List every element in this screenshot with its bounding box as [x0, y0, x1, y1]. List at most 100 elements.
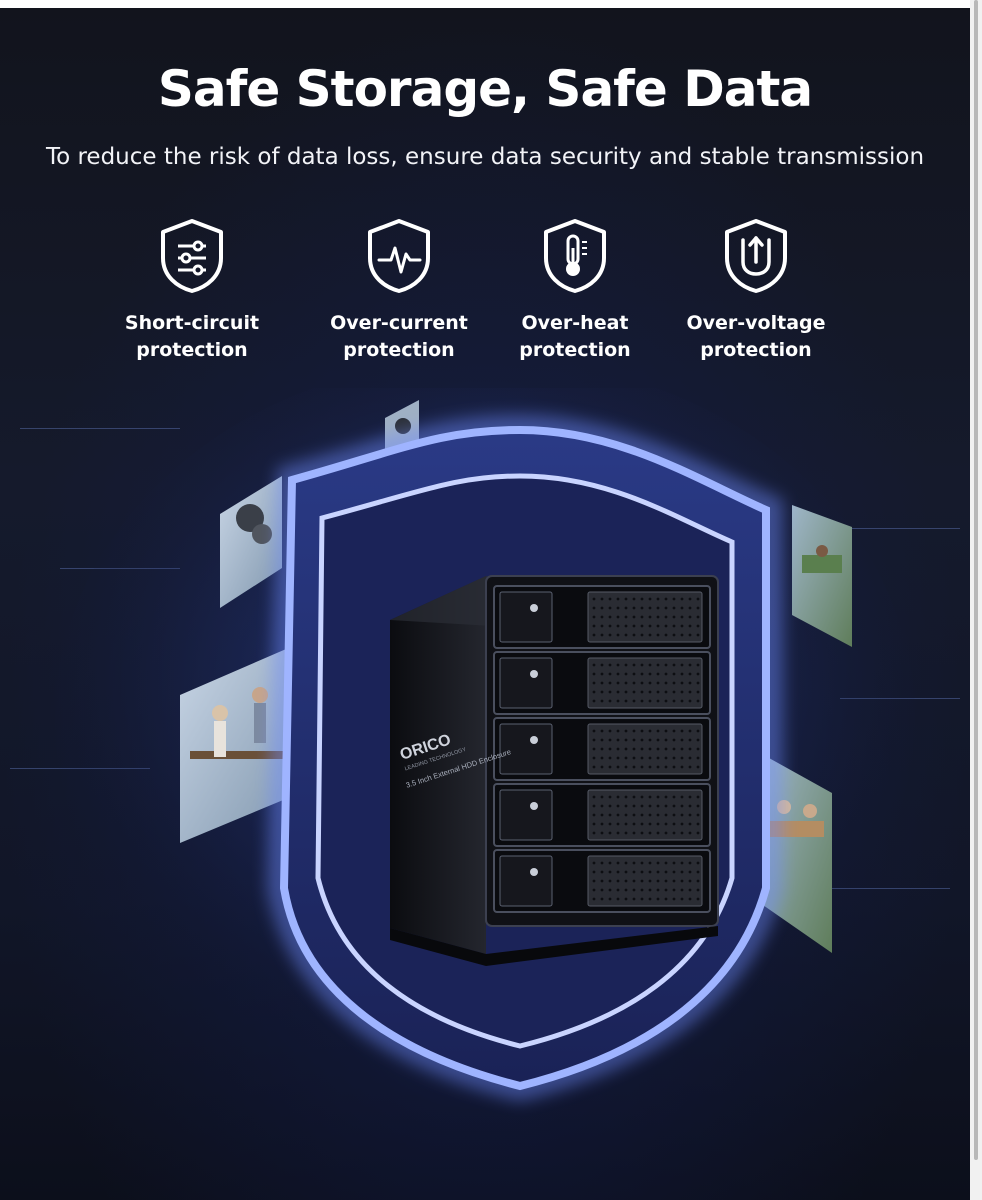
vent-hole: [616, 861, 620, 865]
vent-hole: [688, 672, 692, 676]
vent-hole: [640, 729, 644, 733]
vent-hole: [696, 663, 700, 667]
vent-hole: [672, 606, 676, 610]
vent-hole: [648, 597, 652, 601]
vent-hole: [600, 756, 604, 760]
vent-hole: [664, 804, 668, 808]
light-streak: [800, 888, 950, 889]
drive-bay[interactable]: [493, 717, 711, 781]
vent-hole: [696, 672, 700, 676]
vent-hole: [648, 756, 652, 760]
scrollbar-thumb[interactable]: [974, 0, 978, 1160]
vent-hole: [656, 663, 660, 667]
vent-hole: [592, 888, 596, 892]
vent-hole: [640, 795, 644, 799]
feature-label: Over-heat protection: [519, 312, 631, 361]
vent-hole: [664, 699, 668, 703]
feature-over-current: Over-current protection: [309, 218, 489, 364]
vent-hole: [600, 822, 604, 826]
vent-hole: [632, 879, 636, 883]
vent-hole: [632, 633, 636, 637]
vent-hole: [656, 765, 660, 769]
vent-hole: [592, 699, 596, 703]
drive-bay[interactable]: [493, 783, 711, 847]
vent-hole: [664, 813, 668, 817]
vent-hole: [640, 747, 644, 751]
vent-hole: [608, 681, 612, 685]
vent-hole: [616, 690, 620, 694]
vent-hole: [696, 822, 700, 826]
vent-hole: [656, 681, 660, 685]
vent-hole: [696, 747, 700, 751]
vent-hole: [600, 888, 604, 892]
vent-hole: [648, 765, 652, 769]
feature-short-circuit: Short-circuit protection: [102, 218, 282, 364]
vent-hole: [608, 624, 612, 628]
vent-hole: [680, 747, 684, 751]
vent-hole: [624, 663, 628, 667]
vent-hole: [608, 729, 612, 733]
vent-hole: [672, 663, 676, 667]
vent-hole: [608, 879, 612, 883]
vent-hole: [648, 831, 652, 835]
vent-hole: [592, 729, 596, 733]
vent-hole: [624, 738, 628, 742]
drive-bay[interactable]: [493, 651, 711, 715]
vent-hole: [616, 888, 620, 892]
vent-hole: [632, 738, 636, 742]
drive-bay[interactable]: [493, 585, 711, 649]
vent-hole: [640, 672, 644, 676]
bay-handle: [499, 855, 553, 907]
vent-hole: [672, 699, 676, 703]
vent-hole: [600, 765, 604, 769]
scrollbar[interactable]: [970, 0, 982, 1200]
vent-hole: [672, 861, 676, 865]
product-banner: Safe Storage, Safe Data To reduce the ri…: [0, 8, 970, 1200]
vent-hole: [632, 813, 636, 817]
vent-hole: [600, 738, 604, 742]
vent-hole: [648, 813, 652, 817]
vent-hole: [696, 888, 700, 892]
vent-hole: [632, 795, 636, 799]
vent-hole: [608, 663, 612, 667]
vent-hole: [656, 738, 660, 742]
vent-hole: [608, 831, 612, 835]
vent-hole: [696, 690, 700, 694]
vent-hole: [672, 738, 676, 742]
vent-hole: [688, 597, 692, 601]
vent-hole: [680, 795, 684, 799]
vent-hole: [640, 690, 644, 694]
vent-hole: [592, 597, 596, 601]
vent-hole: [680, 756, 684, 760]
vent-hole: [680, 690, 684, 694]
vent-hole: [608, 738, 612, 742]
vent-grille: [587, 789, 703, 841]
vent-hole: [672, 756, 676, 760]
vent-hole: [680, 699, 684, 703]
vent-hole: [648, 690, 652, 694]
vent-hole: [608, 756, 612, 760]
vent-hole: [632, 831, 636, 835]
drive-bay[interactable]: [493, 849, 711, 913]
vent-hole: [680, 765, 684, 769]
vent-hole: [664, 870, 668, 874]
vent-hole: [648, 897, 652, 901]
vent-hole: [664, 681, 668, 685]
vent-hole: [632, 615, 636, 619]
vent-hole: [624, 813, 628, 817]
vent-hole: [632, 699, 636, 703]
vent-hole: [592, 897, 596, 901]
vent-hole: [680, 738, 684, 742]
vent-hole: [640, 804, 644, 808]
vent-hole: [696, 729, 700, 733]
lock-icon: [530, 604, 538, 612]
vent-hole: [616, 597, 620, 601]
vent-hole: [696, 681, 700, 685]
vent-hole: [680, 888, 684, 892]
vent-hole: [688, 729, 692, 733]
vent-hole: [688, 765, 692, 769]
vent-hole: [624, 597, 628, 601]
vent-hole: [616, 747, 620, 751]
vent-hole: [600, 804, 604, 808]
vent-hole: [616, 681, 620, 685]
